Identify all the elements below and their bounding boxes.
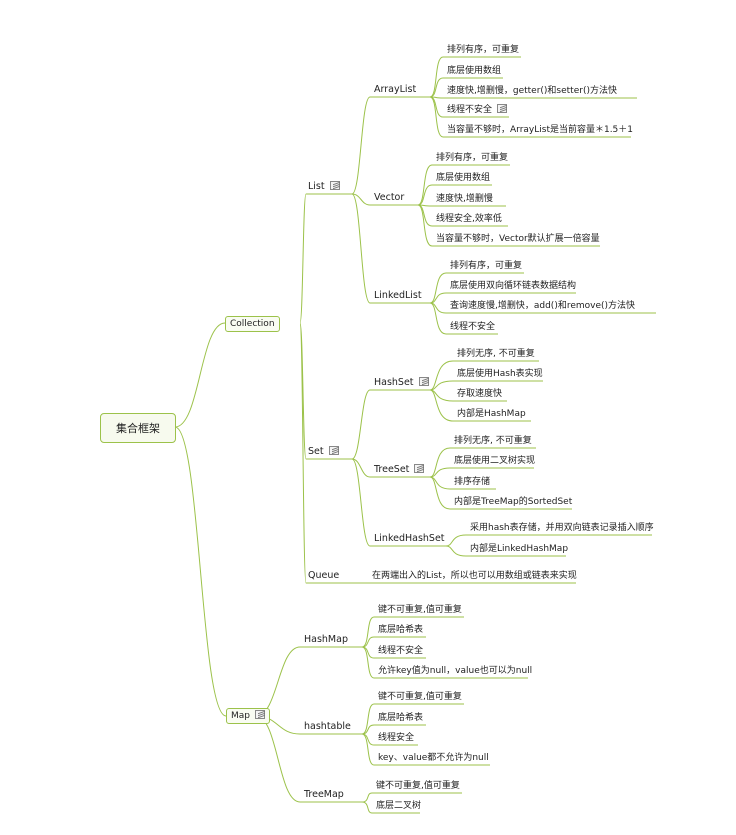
- linkedhashset-node[interactable]: LinkedHashSet: [374, 533, 445, 544]
- vector-item[interactable]: 排列有序，可重复: [436, 153, 509, 163]
- arraylist-item-label: 线程不安全: [447, 105, 493, 115]
- hashset-item[interactable]: 内部是HashMap: [457, 409, 526, 419]
- arraylist-item[interactable]: 排列有序，可重复: [447, 45, 520, 55]
- linkedlist-item[interactable]: 底层使用双向循环链表数据结构: [450, 281, 577, 291]
- map-node[interactable]: Map: [226, 708, 270, 724]
- hashmap-item[interactable]: 键不可重复,值可重复: [378, 605, 462, 615]
- linkedhashset-item[interactable]: 采用hash表存储，并用双向链表记录插入顺序: [470, 523, 654, 533]
- queue-description[interactable]: 在两端出入的List，所以也可以用数组或链表来实现: [372, 571, 577, 581]
- arraylist-item[interactable]: 速度快,增删慢，getter()和setter()方法快: [447, 86, 617, 96]
- hashtable-item[interactable]: 底层哈希表: [378, 713, 424, 723]
- queue-label: Queue: [308, 570, 340, 581]
- collection-label: Collection: [230, 319, 275, 329]
- hashtable-item[interactable]: 键不可重复,值可重复: [378, 692, 462, 702]
- set-node[interactable]: Set: [306, 446, 341, 458]
- hashmap-item[interactable]: 允许key值为null，value也可以为null: [378, 666, 533, 676]
- treeset-item[interactable]: 排列无序, 不可重复: [454, 436, 532, 446]
- treeset-node[interactable]: TreeSet: [372, 464, 426, 476]
- arraylist-item[interactable]: 当容量不够时，ArrayList是当前容量＊1.5＋1: [447, 125, 634, 135]
- hashtable-node[interactable]: hashtable: [304, 721, 351, 732]
- set-label: Set: [308, 446, 324, 457]
- note-icon: [329, 181, 340, 190]
- arraylist-item[interactable]: 底层使用数组: [447, 66, 502, 76]
- vector-item[interactable]: 速度快,增删慢: [436, 194, 493, 204]
- treeset-label: TreeSet: [374, 464, 410, 475]
- treemap-node[interactable]: TreeMap: [304, 789, 344, 800]
- linkedlist-item[interactable]: 查询速度慢,增删快，add()和remove()方法快: [450, 301, 636, 311]
- treeset-item[interactable]: 底层使用二叉树实现: [454, 456, 536, 466]
- hashmap-item[interactable]: 底层哈希表: [378, 625, 424, 635]
- hashset-item[interactable]: 存取速度快: [457, 389, 503, 399]
- hashtable-item[interactable]: 线程安全: [378, 733, 415, 743]
- hashset-label: HashSet: [374, 377, 414, 388]
- hashset-node[interactable]: HashSet: [372, 377, 431, 389]
- note-icon: [255, 710, 265, 719]
- hashset-item[interactable]: 排列无序, 不可重复: [457, 349, 535, 359]
- note-icon: [418, 377, 429, 386]
- treeset-item[interactable]: 排序存储: [454, 477, 491, 487]
- root-node[interactable]: 集合框架: [100, 413, 176, 443]
- hashtable-item[interactable]: key、value都不允许为null: [378, 753, 489, 763]
- treeset-item[interactable]: 内部是TreeMap的SortedSet: [454, 497, 573, 507]
- hashmap-node[interactable]: HashMap: [304, 634, 348, 645]
- linkedlist-item[interactable]: 排列有序，可重复: [450, 261, 523, 271]
- vector-node[interactable]: Vector: [374, 192, 405, 203]
- vector-item[interactable]: 底层使用数组: [436, 173, 491, 183]
- vector-item[interactable]: 线程安全,效率低: [436, 214, 502, 224]
- note-icon: [414, 464, 425, 473]
- queue-node[interactable]: Queue: [306, 570, 341, 582]
- list-node[interactable]: List: [306, 181, 342, 193]
- map-label: Map: [231, 711, 250, 721]
- linkedhashset-item[interactable]: 内部是LinkedHashMap: [470, 544, 569, 554]
- arraylist-item[interactable]: 线程不安全: [445, 104, 509, 116]
- treemap-item[interactable]: 键不可重复,值可重复: [376, 781, 460, 791]
- treemap-item[interactable]: 底层二叉树: [376, 801, 422, 811]
- linkedlist-node[interactable]: LinkedList: [374, 290, 422, 301]
- root-label: 集合框架: [116, 422, 160, 435]
- linkedlist-item[interactable]: 线程不安全: [450, 322, 496, 332]
- collection-node[interactable]: Collection: [225, 316, 280, 332]
- hashset-item[interactable]: 底层使用Hash表实现: [457, 369, 543, 379]
- hashmap-item[interactable]: 线程不安全: [378, 646, 424, 656]
- list-label: List: [308, 181, 325, 192]
- note-icon: [328, 446, 339, 455]
- arraylist-node[interactable]: ArrayList: [374, 84, 417, 95]
- note-icon: [497, 104, 508, 113]
- vector-item[interactable]: 当容量不够时，Vector默认扩展一倍容量: [436, 234, 600, 244]
